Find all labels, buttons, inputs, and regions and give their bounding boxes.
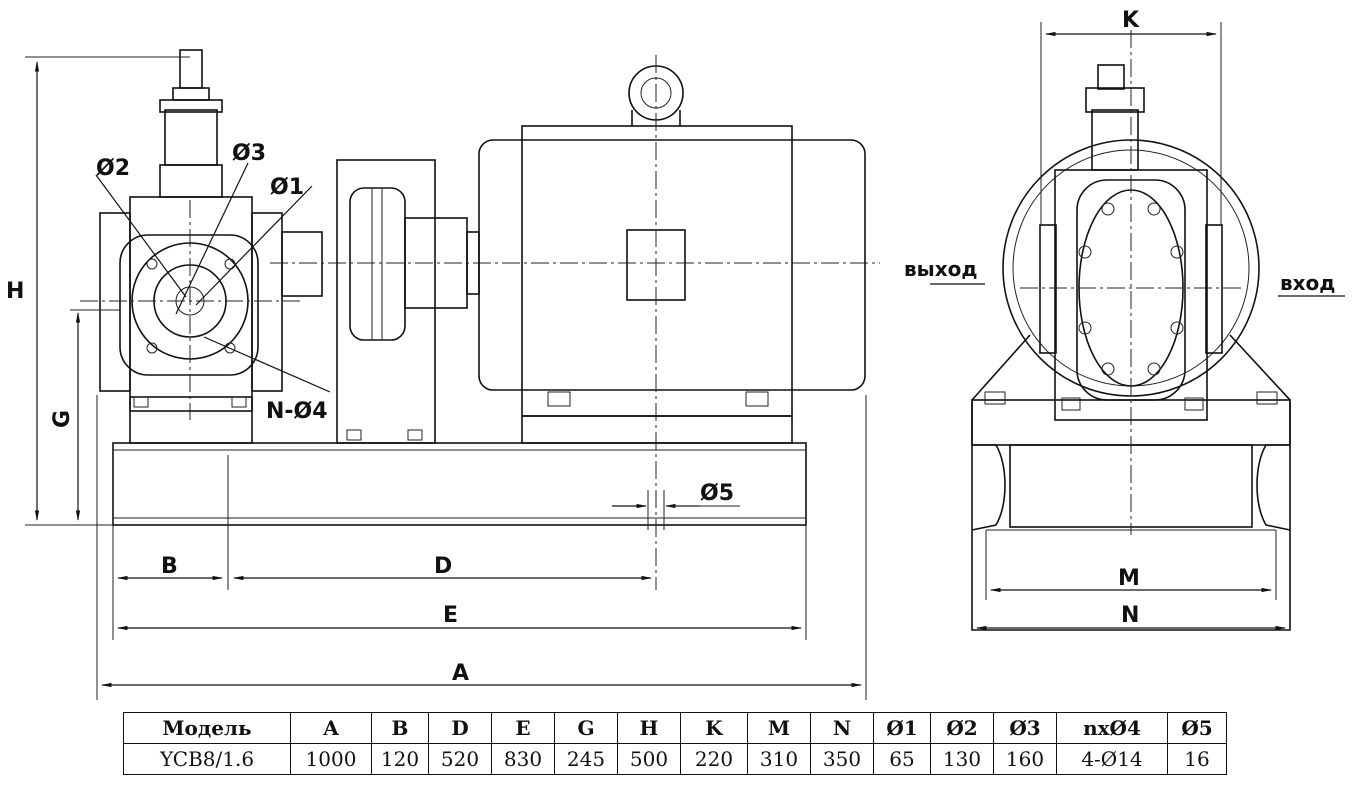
label-h: H — [6, 279, 24, 304]
label-a: A — [452, 661, 469, 686]
spec-table: Модель A B D E G H K M N Ø1 Ø2 Ø3 nxØ4 Ø… — [123, 712, 1227, 775]
label-d: D — [434, 554, 452, 579]
label-k: K — [1122, 8, 1140, 33]
table-header-cell: Ø3 — [993, 712, 1057, 744]
table-header-cell: E — [491, 712, 555, 744]
coupling — [270, 159, 880, 444]
end-view: K M N выход вход — [904, 8, 1345, 631]
table-cell: 120 — [371, 743, 429, 775]
label-g: G — [50, 410, 75, 428]
table-cell: 4-Ø14 — [1056, 743, 1168, 775]
label-m: M — [1118, 566, 1140, 591]
table-header-cell: G — [554, 712, 618, 744]
label-d1: Ø1 — [270, 175, 304, 200]
table-cell: 245 — [554, 743, 618, 775]
table-header-cell: H — [617, 712, 681, 744]
label-outlet: выход — [904, 257, 978, 281]
table-row: YCB8/1.6 1000 120 520 830 245 500 220 31… — [123, 743, 1227, 775]
table-cell: 220 — [680, 743, 748, 775]
table-cell: 1000 — [290, 743, 372, 775]
dimension-k — [1040, 22, 1222, 225]
table-header-cell: Ø1 — [873, 712, 931, 744]
side-view: Ø2 Ø3 Ø1 N-Ø4 Ø5 H G B D E A — [6, 49, 880, 700]
anchor-bolt — [612, 490, 740, 530]
label-n-d4: N-Ø4 — [266, 399, 328, 424]
label-inlet: вход — [1280, 271, 1335, 295]
table-cell: 500 — [617, 743, 681, 775]
label-b: B — [161, 554, 178, 579]
pump-body — [80, 49, 300, 444]
diameter-leaders — [95, 162, 331, 393]
table-cell: 160 — [993, 743, 1057, 775]
table-cell: 65 — [873, 743, 931, 775]
table-header-cell: K — [680, 712, 748, 744]
dimension-m-n — [975, 530, 1287, 631]
table-header-cell: N — [810, 712, 874, 744]
label-n: N — [1121, 603, 1139, 628]
label-e: E — [443, 603, 458, 628]
table-cell: 350 — [810, 743, 874, 775]
table-header-cell: M — [747, 712, 811, 744]
table-header-cell: Модель — [123, 712, 291, 744]
dimension-lines-vertical — [25, 56, 190, 526]
label-d2: Ø2 — [96, 156, 130, 181]
table-cell: 130 — [930, 743, 994, 775]
table-header-cell: B — [371, 712, 429, 744]
motor — [478, 55, 866, 590]
table-cell: 830 — [491, 743, 555, 775]
table-header-cell: nxØ4 — [1056, 712, 1168, 744]
label-d3: Ø3 — [232, 141, 266, 166]
table-header-row: Модель A B D E G H K M N Ø1 Ø2 Ø3 nxØ4 Ø… — [123, 712, 1227, 744]
table-cell: 310 — [747, 743, 811, 775]
dimension-lines-horizontal — [96, 395, 867, 700]
table-header-cell: D — [428, 712, 492, 744]
table-cell: 16 — [1167, 743, 1227, 775]
table-header-cell: Ø5 — [1167, 712, 1227, 744]
label-d5: Ø5 — [700, 481, 734, 506]
table-cell: 520 — [428, 743, 492, 775]
table-cell: YCB8/1.6 — [123, 743, 291, 775]
table-header-cell: Ø2 — [930, 712, 994, 744]
table-header-cell: A — [290, 712, 372, 744]
pump-front — [1020, 30, 1245, 535]
